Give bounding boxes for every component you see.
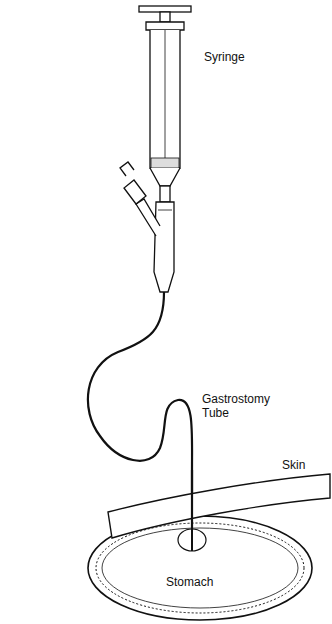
tube-in-balloon [191,529,193,551]
stomach-label: Stomach [166,575,236,589]
side-port-cap [124,180,146,204]
skin-label: Skin [282,458,328,472]
syringe-barrel [150,30,180,168]
retention-balloon [178,529,206,551]
side-port [136,199,160,236]
connector-ring [158,210,172,211]
barrel-flange [146,22,184,30]
syringe-tip [160,186,170,202]
stomach-lining [96,523,304,613]
barrel-taper [150,168,180,186]
tube-label: Gastrostomy Tube [202,392,280,420]
skin-layer [108,474,330,538]
plunger-flange [139,6,191,12]
stomach-inner [102,528,298,608]
plunger-rod [160,12,170,22]
syringe-label: Syringe [204,50,284,64]
plunger-line [165,30,166,160]
y-connector [154,202,174,292]
plunger-tip [151,158,179,168]
cap-tab [120,162,134,176]
